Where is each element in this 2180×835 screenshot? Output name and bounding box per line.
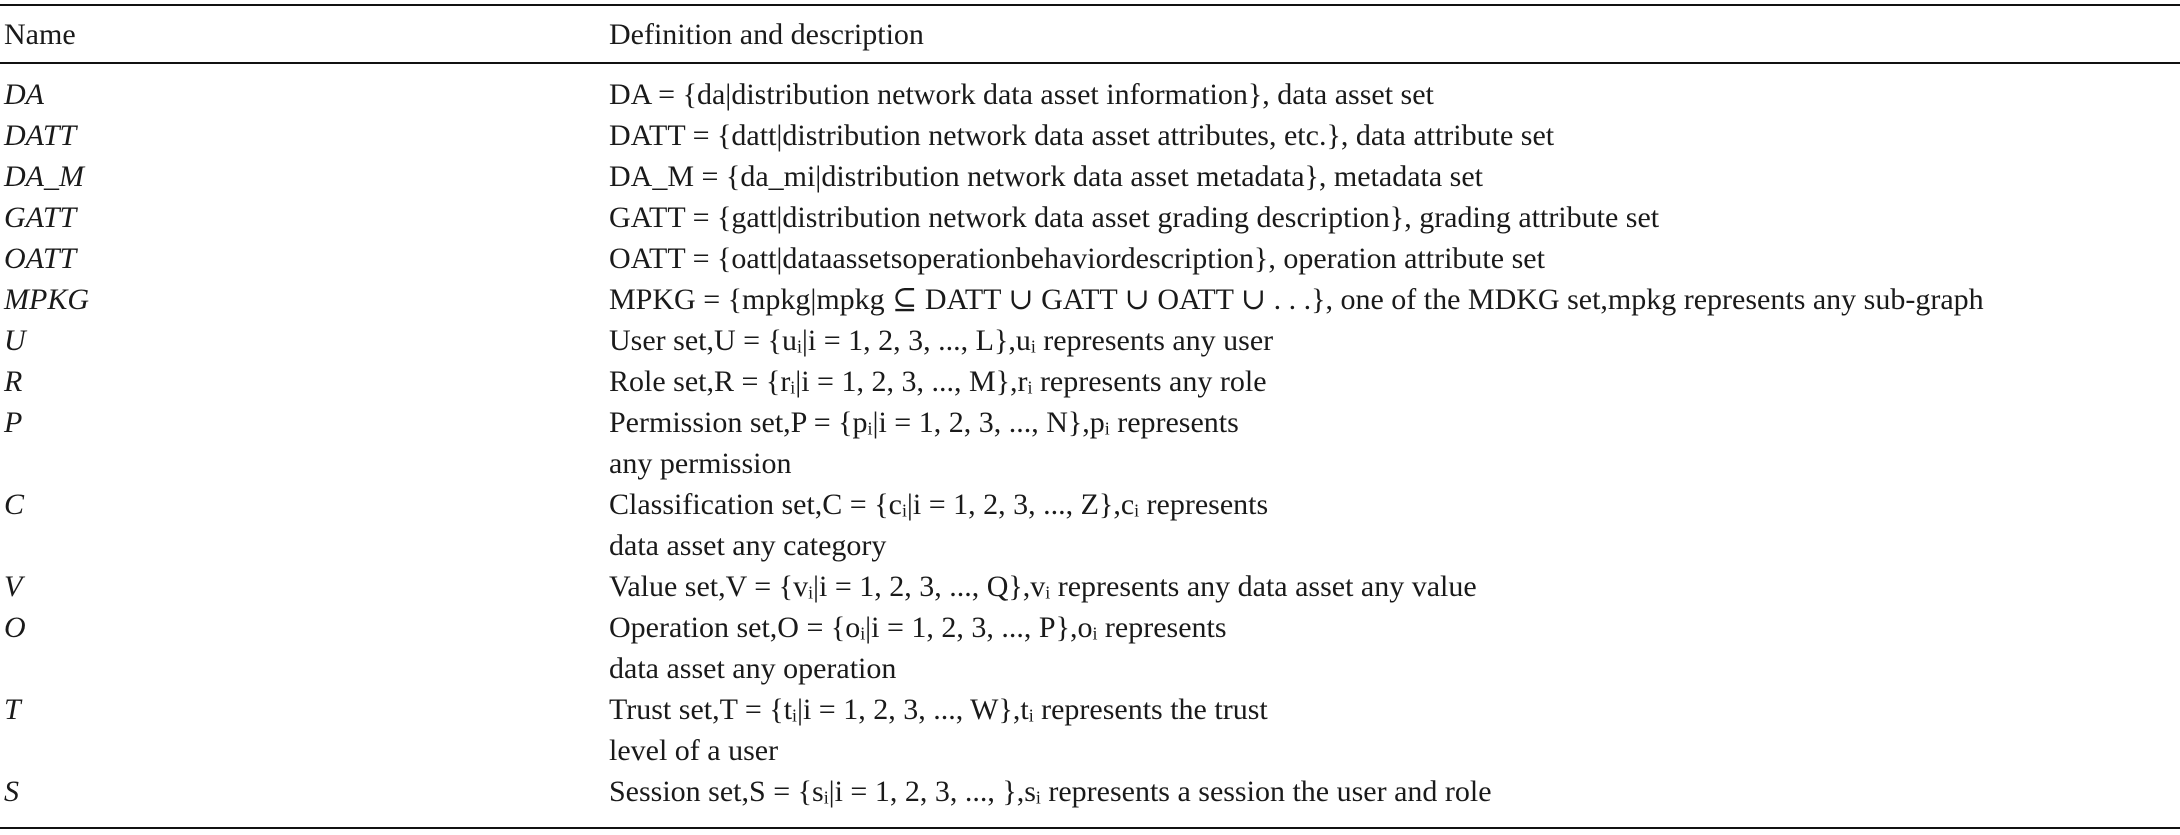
row-definition-cell: Permission set,P = {pᵢ|i = 1, 2, 3, ...,… bbox=[605, 402, 2180, 484]
definition-line: Permission set,P = {pᵢ|i = 1, 2, 3, ...,… bbox=[609, 406, 1239, 439]
row-definition-cell: Trust set,T = {tᵢ|i = 1, 2, 3, ..., W},t… bbox=[605, 689, 2180, 771]
table-row: DATT DATT = {datt|distribution network da… bbox=[0, 115, 2180, 156]
table-row: S Session set,S = {sᵢ|i = 1, 2, 3, ..., }… bbox=[0, 771, 2180, 812]
row-name-cell: C bbox=[4, 488, 25, 521]
definition-line: any permission bbox=[609, 447, 792, 480]
definition-line: GATT = {gatt|distribution network data a… bbox=[609, 201, 1660, 234]
row-definition-cell: Session set,S = {sᵢ|i = 1, 2, 3, ..., },… bbox=[605, 771, 2180, 812]
definition-line: data asset any operation bbox=[609, 652, 897, 685]
row-definition-cell: DA = {da|distribution network data asset… bbox=[605, 62, 2180, 115]
row-definition-cell: DATT = {datt|distribution network data a… bbox=[605, 115, 2180, 156]
definition-line: DA = {da|distribution network data asset… bbox=[609, 78, 1434, 111]
table-top-rule bbox=[0, 4, 2180, 6]
definition-line: DA_M = {da_mi|distribution network data … bbox=[609, 160, 1483, 193]
row-name-cell: O bbox=[4, 611, 26, 644]
table-row: C Classification set,C = {cᵢ|i = 1, 2, 3,… bbox=[0, 484, 2180, 566]
table-header-row: Name Definition and description bbox=[0, 8, 2180, 62]
table-bottom-rule bbox=[0, 827, 2180, 829]
row-definition-cell: Operation set,O = {oᵢ|i = 1, 2, 3, ..., … bbox=[605, 607, 2180, 689]
definition-line: User set,U = {uᵢ|i = 1, 2, 3, ..., L},uᵢ… bbox=[609, 324, 1274, 357]
definition-line: Value set,V = {vᵢ|i = 1, 2, 3, ..., Q},v… bbox=[609, 570, 1477, 603]
table-row: GATT GATT = {gatt|distribution network da… bbox=[0, 197, 2180, 238]
row-name-cell: MPKG bbox=[4, 283, 89, 316]
table-body: DA DA = {da|distribution network data ass… bbox=[0, 62, 2180, 812]
definition-line: OATT = {oatt|dataassetsoperationbehavior… bbox=[609, 242, 1545, 275]
table-grid: Name Definition and description DA DA = {… bbox=[0, 8, 2180, 812]
table-row: O Operation set,O = {oᵢ|i = 1, 2, 3, ...,… bbox=[0, 607, 2180, 689]
row-definition-cell: Value set,V = {vᵢ|i = 1, 2, 3, ..., Q},v… bbox=[605, 566, 2180, 607]
row-name-cell: V bbox=[4, 570, 23, 603]
table-row: DA DA = {da|distribution network data ass… bbox=[0, 62, 2180, 115]
row-definition-cell: DA_M = {da_mi|distribution network data … bbox=[605, 156, 2180, 197]
row-definition-cell: User set,U = {uᵢ|i = 1, 2, 3, ..., L},uᵢ… bbox=[605, 320, 2180, 361]
definition-line: Classification set,C = {cᵢ|i = 1, 2, 3, … bbox=[609, 488, 1269, 521]
row-definition-cell: OATT = {oatt|dataassetsoperationbehavior… bbox=[605, 238, 2180, 279]
table-header-rule bbox=[0, 62, 2180, 64]
row-name-cell: S bbox=[4, 775, 19, 808]
row-name-cell: P bbox=[4, 406, 23, 439]
table-row: R Role set,R = {rᵢ|i = 1, 2, 3, ..., M},r… bbox=[0, 361, 2180, 402]
row-name-cell: T bbox=[4, 693, 21, 726]
row-name-cell: OATT bbox=[4, 242, 77, 275]
row-definition-cell: Role set,R = {rᵢ|i = 1, 2, 3, ..., M},rᵢ… bbox=[605, 361, 2180, 402]
row-definition-cell: Classification set,C = {cᵢ|i = 1, 2, 3, … bbox=[605, 484, 2180, 566]
table-row: DA_M DA_M = {da_mi|distribution network d… bbox=[0, 156, 2180, 197]
row-name-cell: U bbox=[4, 324, 26, 357]
header-name: Name bbox=[4, 18, 76, 51]
table-row: U User set,U = {uᵢ|i = 1, 2, 3, ..., L},u… bbox=[0, 320, 2180, 361]
row-name-cell: GATT bbox=[4, 201, 77, 234]
row-definition-cell: GATT = {gatt|distribution network data a… bbox=[605, 197, 2180, 238]
table-row: MPKG MPKG = {mpkg|mpkg ⊆ DATT ∪ GATT ∪ OA… bbox=[0, 279, 2180, 320]
definition-line: DATT = {datt|distribution network data a… bbox=[609, 119, 1555, 152]
row-name-cell: DATT bbox=[4, 119, 77, 152]
row-name-cell: R bbox=[4, 365, 23, 398]
definition-line: level of a user bbox=[609, 734, 779, 767]
definition-line: Role set,R = {rᵢ|i = 1, 2, 3, ..., M},rᵢ… bbox=[609, 365, 1267, 398]
table-row: V Value set,V = {vᵢ|i = 1, 2, 3, ..., Q},… bbox=[0, 566, 2180, 607]
definition-line: MPKG = {mpkg|mpkg ⊆ DATT ∪ GATT ∪ OATT ∪… bbox=[609, 283, 1984, 316]
header-definition: Definition and description bbox=[609, 18, 924, 51]
table-row: T Trust set,T = {tᵢ|i = 1, 2, 3, ..., W},… bbox=[0, 689, 2180, 771]
definition-line: data asset any category bbox=[609, 529, 887, 562]
table-row: OATT OATT = {oatt|dataassetsoperationbeha… bbox=[0, 238, 2180, 279]
row-name-cell: DA_M bbox=[4, 160, 84, 193]
row-name-cell: DA bbox=[4, 78, 44, 111]
table-row: P Permission set,P = {pᵢ|i = 1, 2, 3, ...… bbox=[0, 402, 2180, 484]
definition-line: Trust set,T = {tᵢ|i = 1, 2, 3, ..., W},t… bbox=[609, 693, 1268, 726]
row-definition-cell: MPKG = {mpkg|mpkg ⊆ DATT ∪ GATT ∪ OATT ∪… bbox=[605, 279, 2180, 320]
definition-line: Session set,S = {sᵢ|i = 1, 2, 3, ..., },… bbox=[609, 775, 1492, 808]
definition-line: Operation set,O = {oᵢ|i = 1, 2, 3, ..., … bbox=[609, 611, 1227, 644]
